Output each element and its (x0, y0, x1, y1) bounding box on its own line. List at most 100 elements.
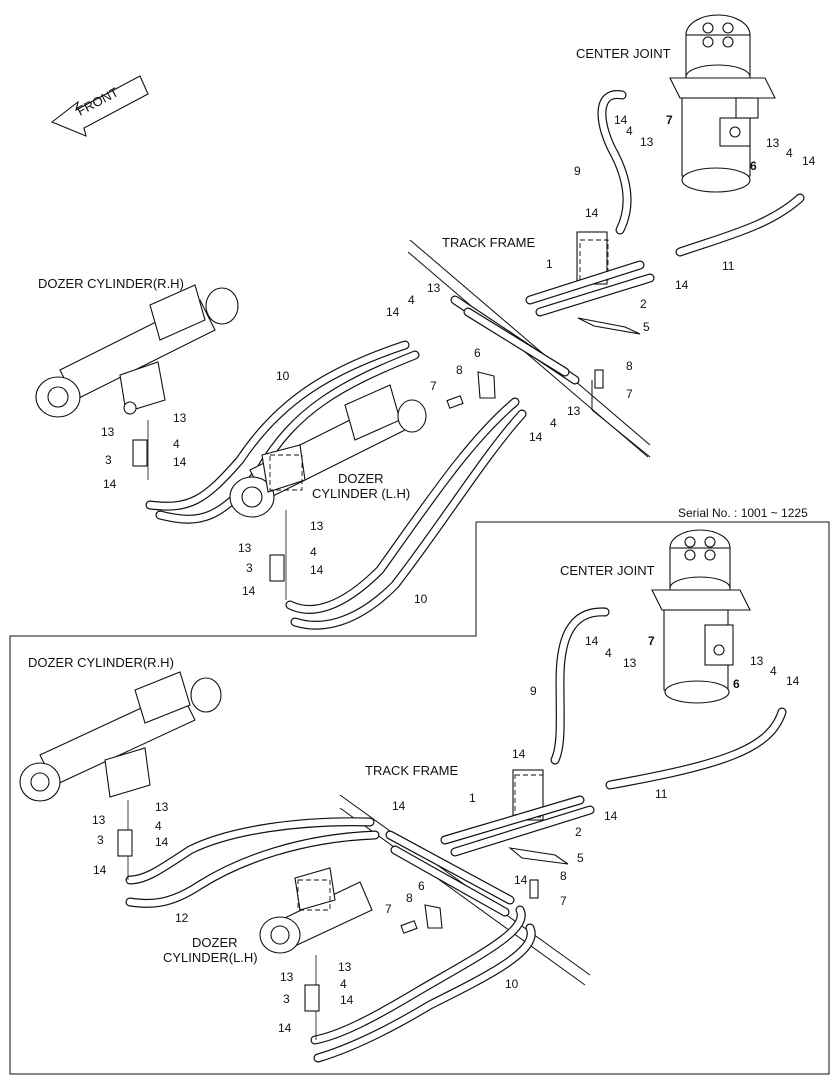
hose-12-bottom (125, 817, 380, 908)
callout: 7 (648, 634, 655, 648)
callout: 3 (283, 992, 290, 1006)
callout: 11 (655, 787, 668, 801)
callout: 14 (529, 430, 543, 444)
callout: 14 (675, 278, 689, 292)
hoses-10-bottom (310, 905, 536, 1063)
dozer-lh-label-bottom-2: CYLINDER(L.H) (163, 950, 258, 965)
dozer-cylinder-rh-top (35, 284, 239, 480)
callout: 5 (643, 320, 650, 334)
callout: 7 (626, 387, 633, 401)
callout: 10 (505, 977, 519, 991)
callout: 13 (92, 813, 106, 827)
callout: 3 (97, 833, 104, 847)
callout: 4 (770, 664, 777, 678)
callout: 14 (614, 113, 628, 127)
callout: 4 (340, 977, 347, 991)
callout: 2 (640, 297, 647, 311)
callout: 13 (766, 136, 780, 150)
callout: 7 (385, 902, 392, 916)
callout: 3 (246, 561, 253, 575)
tubes-top (450, 260, 655, 385)
callout: 14 (93, 863, 107, 877)
callout: 13 (101, 425, 115, 439)
callout: 14 (514, 873, 528, 887)
callout: 12 (175, 911, 189, 925)
callout: 5 (577, 851, 584, 865)
dozer-lh-label-top-1: DOZER (338, 471, 384, 486)
hose-11-top (675, 193, 805, 257)
callout: 13 (310, 519, 324, 533)
callout: 6 (474, 346, 481, 360)
callout: 7 (430, 379, 437, 393)
callout: 8 (406, 891, 413, 905)
callout: 14 (585, 206, 599, 220)
inset-frame (9, 521, 830, 1075)
center-joint-top (669, 14, 776, 193)
dozer-cylinder-lh-top (229, 384, 427, 600)
callout: 13 (567, 404, 581, 418)
callout: 1 (469, 791, 476, 805)
track-frame-label-bottom: TRACK FRAME (365, 763, 459, 778)
callout: 6 (418, 879, 425, 893)
hose-9-top (597, 90, 632, 235)
callout: 14 (278, 1021, 292, 1035)
callout: 9 (530, 684, 537, 698)
callout: 14 (392, 799, 406, 813)
callout: 4 (173, 437, 180, 451)
front-arrow-icon: FRONT (50, 75, 149, 137)
callout: 4 (310, 545, 317, 559)
hose-9-bottom (550, 607, 610, 765)
callout: 9 (574, 164, 581, 178)
dozer-lh-label-bottom-1: DOZER (192, 935, 238, 950)
callout: 8 (560, 869, 567, 883)
callout: 8 (456, 363, 463, 377)
callout: 14 (340, 993, 354, 1007)
callout: 4 (786, 146, 793, 160)
labels-bottom: CENTER JOINT TRACK FRAME DOZER CYLINDER(… (28, 563, 800, 1035)
callout: 13 (427, 281, 441, 295)
callout: 14 (604, 809, 618, 823)
callout: 10 (276, 369, 290, 383)
callout: 4 (550, 416, 557, 430)
clamp-bottom (400, 879, 539, 934)
callout: 4 (408, 293, 415, 307)
tubes-bottom (385, 795, 595, 917)
dozer-rh-label-top: DOZER CYLINDER(R.H) (38, 276, 184, 291)
callout: 14 (386, 305, 400, 319)
clamp-top (446, 369, 604, 409)
callout: 13 (155, 800, 169, 814)
callout: 6 (733, 677, 740, 691)
callout: 7 (666, 113, 673, 127)
callout: 13 (280, 970, 294, 984)
callout: 13 (238, 541, 252, 555)
callout: 4 (605, 646, 612, 660)
callout: 13 (338, 960, 352, 974)
callout: 6 (750, 159, 757, 173)
callout: 14 (155, 835, 169, 849)
dozer-cylinder-rh-bottom (19, 671, 222, 880)
callout: 2 (575, 825, 582, 839)
callout: 13 (623, 656, 637, 670)
center-joint-label-top: CENTER JOINT (576, 46, 671, 61)
callout: 14 (512, 747, 526, 761)
center-joint-label-bottom: CENTER JOINT (560, 563, 655, 578)
callout: 8 (626, 359, 633, 373)
dozer-lh-label-top-2: CYLINDER (L.H) (312, 486, 410, 501)
callout: 10 (414, 592, 428, 606)
bottom-view: Serial No. : 1001 ~ 1225 (19, 506, 808, 1063)
track-frame-label-top: TRACK FRAME (442, 235, 536, 250)
callout: 14 (786, 674, 800, 688)
center-joint-bottom (651, 529, 751, 704)
labels-top: CENTER JOINT TRACK FRAME DOZER CYLINDER(… (38, 46, 816, 606)
callout: 4 (155, 819, 162, 833)
callout: 13 (640, 135, 654, 149)
callout: 14 (173, 455, 187, 469)
callout: 1 (546, 257, 553, 271)
callout: 3 (105, 453, 112, 467)
callout: 14 (103, 477, 117, 491)
callout: 4 (626, 124, 633, 138)
top-view: FRONT (35, 14, 816, 630)
callout: 14 (802, 154, 816, 168)
